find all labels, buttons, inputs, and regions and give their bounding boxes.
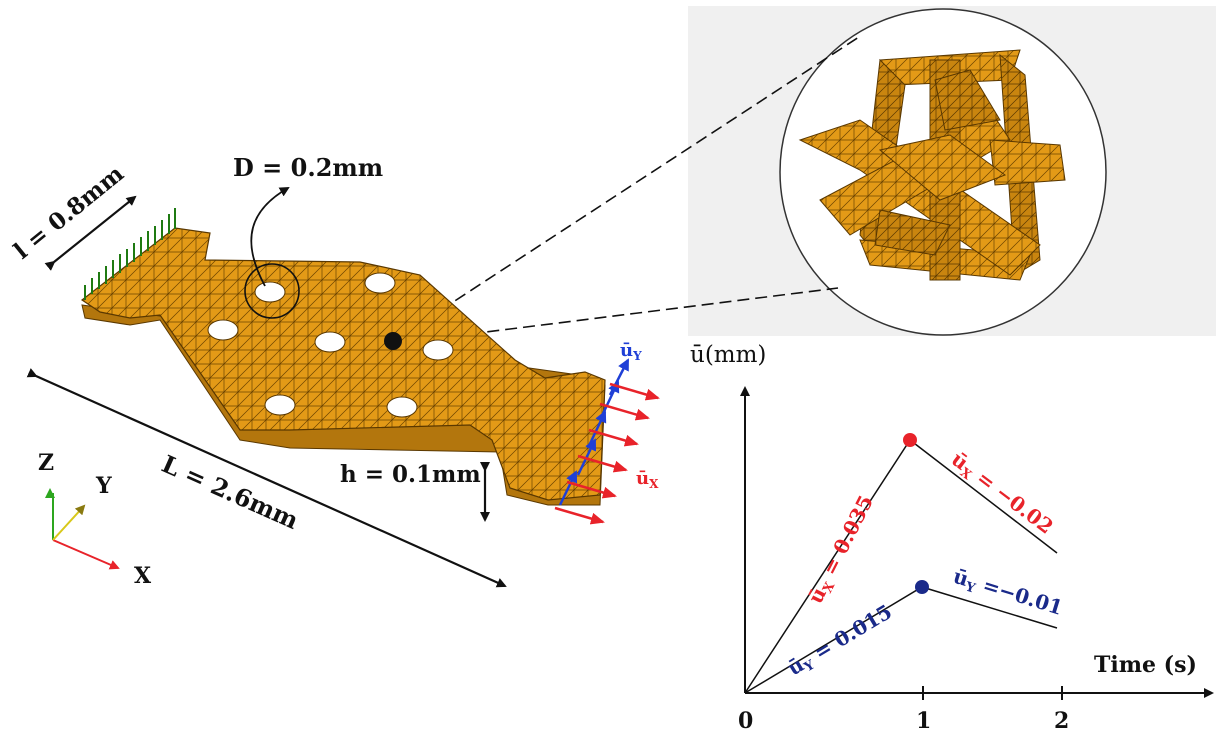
triad-x-arrow — [52, 539, 120, 570]
triad-z-label: Z — [38, 450, 54, 476]
zoom-point-marker — [384, 332, 402, 350]
lattice-unit-cell — [780, 9, 1106, 335]
zoom-inset — [688, 6, 1216, 336]
ux-down-label: ūX = −0.02 — [945, 447, 1058, 541]
load-uy-label: ūY — [620, 340, 642, 363]
ux-peak-marker — [903, 433, 917, 447]
zoom-circle — [779, 8, 1107, 336]
triad-y-arrow — [52, 504, 86, 541]
height-label: h = 0.1mm — [340, 461, 481, 488]
load-arrows-x — [554, 382, 660, 525]
leader-line-top — [394, 34, 863, 341]
triad-y-label: Y — [95, 473, 112, 499]
tick-label-2: 2 — [1054, 708, 1069, 733]
load-ux-label: ūX — [636, 468, 659, 491]
plate-top-face — [80, 227, 606, 501]
hole-highlight-circle — [244, 263, 300, 319]
length-dimension-arrow — [26, 368, 507, 588]
tick-label-1: 1 — [916, 708, 931, 733]
axis-triad: Z Y X — [38, 450, 152, 589]
uy-up-label: ūY = 0.015 — [783, 599, 897, 682]
plot-y-label: ū(mm) — [690, 342, 766, 368]
uy-down-label: ūY =−0.01 — [950, 564, 1066, 623]
diameter-label: D = 0.2mm — [233, 153, 383, 182]
uy-peak-marker — [915, 580, 929, 594]
diameter-pointer-arrow — [250, 186, 290, 287]
width-dimension-arrow — [44, 195, 137, 271]
tick-label-0: 0 — [738, 708, 753, 733]
triad-x-label: X — [134, 563, 152, 589]
plot-x-label: Time (s) — [1094, 652, 1197, 678]
displacement-plot: ū(mm) Time (s) 0 1 2 ūX = 0.035 ūX = −0.… — [690, 342, 1214, 733]
ux-up-label: ūX = 0.035 — [803, 491, 881, 608]
